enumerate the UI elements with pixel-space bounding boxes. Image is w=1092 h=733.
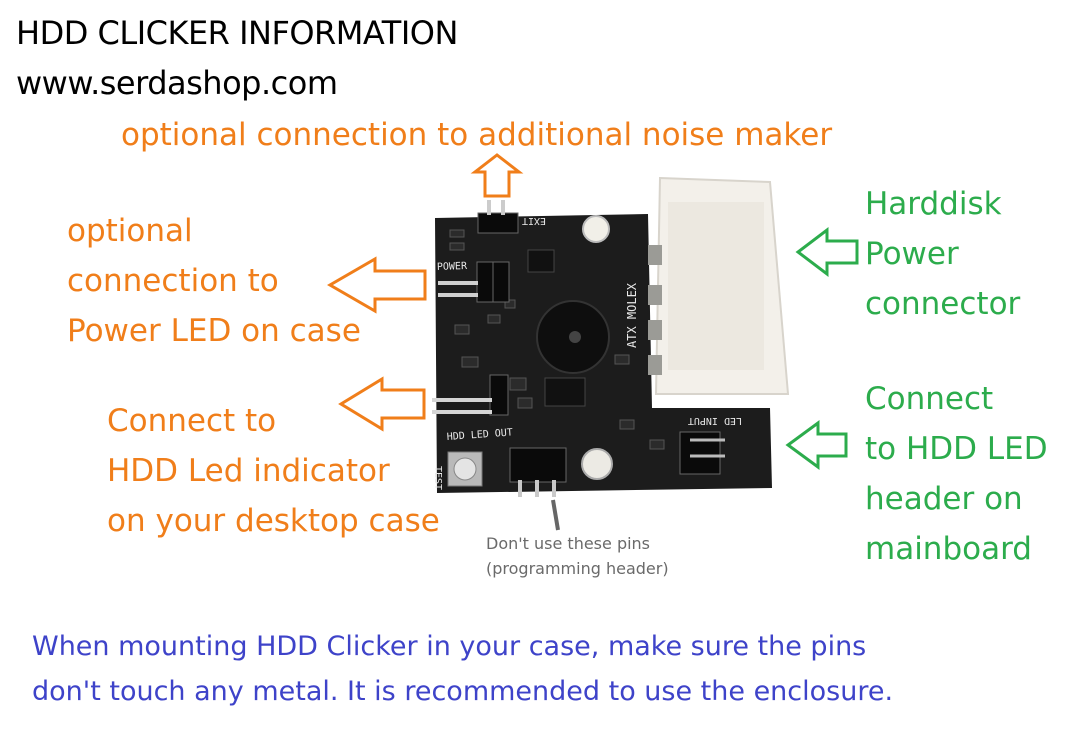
label-harddisk-power-line: Power [865,236,959,272]
label-programming-header-line: (programming header) [486,559,669,578]
silk-test: TEST [432,466,443,490]
label-harddisk-power-line: Harddisk [865,186,1002,222]
label-hdd-led-input-line: to HDD LED [865,431,1048,467]
label-hdd-led-out-line: on your desktop case [107,503,440,539]
label-hdd-led-out-line: HDD Led indicator [107,453,390,489]
pin-header-exit [477,212,519,234]
label-hdd-led-out-line: Connect to [107,403,277,439]
website-link[interactable]: www.serdashop.com [16,64,338,102]
label-programming-header: Don't use these pins (programming header… [486,531,669,581]
silk-hdd-led-out: HDD LED OUT [446,427,513,443]
pointer-programming [551,499,560,531]
label-power-led-line: optional [67,213,193,249]
silk-exit: EXIT [522,215,546,226]
label-noise-maker: optional connection to additional noise … [121,117,833,153]
label-power-led-line: Power LED on case [67,313,361,349]
pin-header-hdd-led-out [489,374,509,416]
mounting-note-line: When mounting HDD Clicker in your case, … [32,631,867,662]
arrow-led-input [785,420,848,470]
mounting-note: When mounting HDD Clicker in your case, … [32,624,893,714]
mounting-hole-top [582,215,610,243]
label-harddisk-power-line: connector [865,286,1021,322]
arrow-power-led [327,256,427,314]
ic-u1 [527,249,555,273]
arrow-noise-maker [470,153,524,198]
silk-atx-molex: ATX MOLEX [625,282,639,348]
pin-header-power [476,261,510,303]
mounting-note-line: don't touch any metal. It is recommended… [32,676,894,707]
label-hdd-led-out: Connect to HDD Led indicator on your des… [107,396,440,546]
arrow-hdd-led-out [338,376,426,432]
pin-header-programming [509,447,567,483]
label-hdd-led-input-line: Connect [865,381,994,417]
label-hdd-led-input: Connect to HDD LED header on mainboard [865,374,1048,574]
page-title: HDD CLICKER INFORMATION [16,14,458,52]
arrow-harddisk-power [795,226,859,278]
label-harddisk-power: Harddisk Power connector [865,179,1020,329]
silk-power: POWER [437,261,468,273]
label-hdd-led-input-line: mainboard [865,531,1032,567]
pin-header-led-input [679,431,721,475]
label-power-led-line: connection to [67,263,279,299]
silk-led-input: LED INPUT [688,415,742,426]
label-power-led: optional connection to Power LED on case [67,206,361,356]
label-hdd-led-input-line: header on [865,481,1023,517]
mounting-hole-bottom [581,448,613,480]
ic-u2 [544,377,586,407]
label-programming-header-line: Don't use these pins [486,534,651,553]
